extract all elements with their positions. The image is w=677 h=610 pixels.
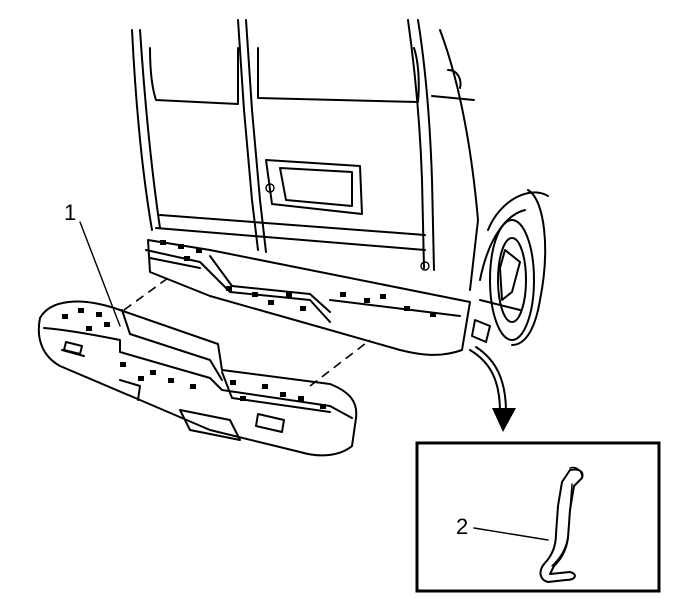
van-body (131, 19, 479, 291)
rear-wheel (471, 189, 549, 346)
bracket-part (539, 466, 584, 583)
removed-bumper (37, 300, 358, 457)
alignment-lines (123, 277, 371, 387)
installed-bumper (145, 239, 471, 356)
callout-2-label: 2 (456, 514, 468, 539)
detail-arrow (469, 346, 516, 432)
callout-1: 1 (64, 200, 121, 327)
callout-1-label: 1 (64, 200, 76, 225)
detail-inset: 2 (415, 441, 661, 593)
callout-2-leader (473, 527, 549, 541)
